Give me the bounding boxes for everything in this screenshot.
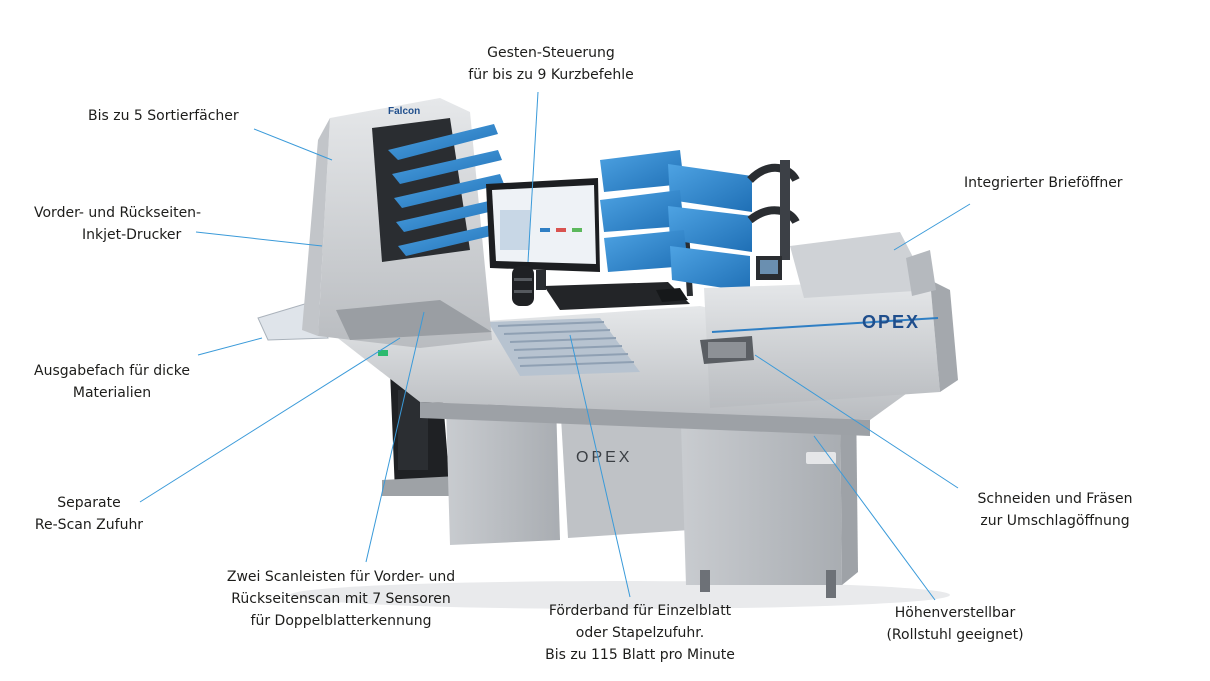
callout-scanleisten-line-2: Rückseitenscan mit 7 Sensoren [231, 591, 451, 607]
callout-brieffoeffner: Integrierter Brieföffner [964, 172, 1123, 194]
callout-rescan-line-1: Separate [57, 495, 121, 511]
callout-schneiden: Schneiden und Fräsen zur Umschlagöffnung [940, 488, 1170, 532]
callout-ausgabefach-line-2: Materialien [72, 385, 152, 401]
callout-rescan-line-2: Re-Scan Zufuhr [34, 517, 144, 533]
bin-brand-text: OPEX [576, 449, 632, 466]
leader-sortierfaecher [253, 128, 333, 161]
callout-hoehen-line-2: (Rollstuhl geeignet) [886, 627, 1024, 643]
callout-foerderband-line-2: oder Stapelzufuhr. [575, 625, 705, 641]
keyboard [544, 282, 690, 310]
callout-foerderband-line-1: Förderband für Einzelblatt [548, 603, 732, 619]
callout-sortierfaecher-line-1: Bis zu 5 Sortierfächer [88, 108, 239, 124]
leader-hoehen [813, 435, 936, 601]
gesture-sensor [512, 266, 534, 306]
monitor [486, 178, 600, 290]
sorter-trays [388, 124, 508, 256]
callout-hoehen: Höhenverstellbar (Rollstuhl geeignet) [870, 602, 1040, 646]
callout-inkjet-line-1: Vorder- und Rückseiten- [34, 205, 202, 221]
callout-scanleisten: Zwei Scanleisten für Vorder- und Rücksei… [196, 566, 486, 632]
scanner-brand-text: OPEX [862, 312, 920, 332]
callout-schneiden-line-1: Schneiden und Fräsen [977, 491, 1133, 507]
callout-gesten-line-2: für bis zu 9 Kurzbefehle [468, 67, 634, 83]
callout-brieffoeffner-line-1: Integrierter Brieföffner [964, 175, 1123, 191]
leader-gesten [527, 91, 539, 263]
leader-foerderband [569, 334, 631, 598]
callout-foerderband: Förderband für Einzelblatt oder Stapelzu… [520, 600, 760, 666]
callout-hoehen-line-1: Höhenverstellbar [894, 605, 1016, 621]
envelope-opener [756, 232, 936, 298]
callout-scanleisten-line-1: Zwei Scanleisten für Vorder- und [226, 569, 456, 585]
callout-inkjet: Vorder- und Rückseiten- Inkjet-Drucker [34, 202, 201, 246]
leader-scanleisten [365, 311, 425, 563]
leader-lines [139, 91, 971, 601]
leader-ausgabefach [197, 337, 263, 356]
callout-rescan: Separate Re-Scan Zufuhr [14, 492, 164, 536]
scanner-unit: OPEX [700, 280, 958, 408]
callout-inkjet-line-2: Inkjet-Drucker [82, 227, 182, 243]
callout-ausgabefach: Ausgabefach für dicke Materialien [22, 360, 202, 404]
leader-brieffoeffner [893, 203, 971, 251]
callout-schneiden-line-2: zur Umschlagöffnung [980, 513, 1130, 529]
document-trays [600, 150, 800, 297]
right-cabinet [680, 392, 858, 598]
callout-sortierfaecher: Bis zu 5 Sortierfächer [88, 105, 239, 127]
sorter-brand-text: Falcon [388, 106, 420, 117]
callout-foerderband-line-3: Bis zu 115 Blatt pro Minute [545, 647, 735, 663]
floor-shadow [290, 581, 950, 609]
callout-gesten-line-1: Gesten-Steuerung [487, 45, 615, 61]
callout-gesten: Gesten-Steuerung für bis zu 9 Kurzbefehl… [446, 42, 656, 86]
callout-scanleisten-line-3: für Doppelblatterkennung [250, 613, 432, 629]
leader-rescan [139, 337, 401, 503]
leader-schneiden [754, 354, 959, 489]
callout-ausgabefach-line-1: Ausgabefach für dicke [34, 363, 190, 379]
leader-inkjet [195, 231, 323, 247]
